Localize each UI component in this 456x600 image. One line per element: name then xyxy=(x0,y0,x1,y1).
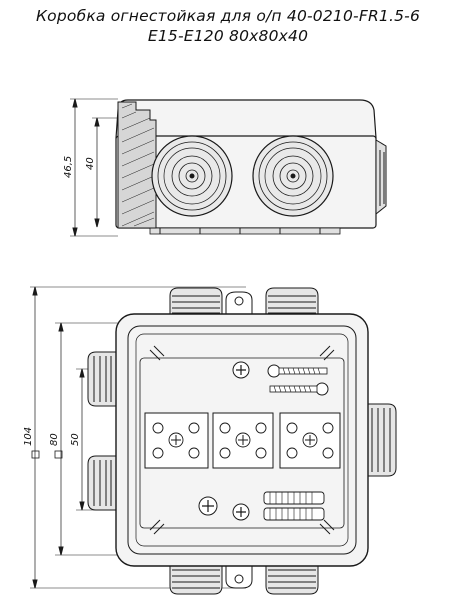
dimension-label-46-5: 46,5 xyxy=(63,156,74,178)
cable-gland-right-side xyxy=(375,139,387,216)
dimension-body-height xyxy=(92,117,118,228)
dimension-label-50: 50 xyxy=(70,433,81,446)
dimension-label-80: 80 xyxy=(49,433,60,446)
cable-gland-bottom-right xyxy=(265,563,319,595)
cable-gland-bottom-left xyxy=(169,563,223,595)
terminal-block-3 xyxy=(279,412,341,469)
terminal-block-1 xyxy=(144,412,209,469)
mount-tab-bottom xyxy=(225,566,253,589)
drawing-title-line-2: E15-E120 80x80x40 xyxy=(147,27,309,45)
dimension-body xyxy=(55,322,125,556)
dimension-label-104: 104 xyxy=(23,427,34,446)
cable-gland-top-right xyxy=(265,287,319,319)
top-view xyxy=(30,286,397,595)
cable-gland-top-left xyxy=(169,287,223,319)
spare-dowels xyxy=(263,491,325,521)
cable-gland-front-2 xyxy=(252,135,334,217)
plate-screw-top xyxy=(232,361,250,379)
drawing-title-line-1: Коробка огнестойкая для о/п 40-0210-FR1.… xyxy=(35,7,421,25)
spare-screw-2 xyxy=(269,382,329,396)
cable-gland-left-top xyxy=(87,351,117,407)
section-cut-left xyxy=(117,101,157,229)
mounting-plate xyxy=(139,357,345,529)
dimension-label-40: 40 xyxy=(85,157,96,170)
cable-gland-left-bottom xyxy=(87,455,117,511)
spare-screw-1 xyxy=(267,364,328,378)
side-dimension-labels: 46,5 40 xyxy=(63,156,96,178)
box-inner xyxy=(127,325,357,555)
plate-screw-bottom-right xyxy=(232,503,250,521)
side-view xyxy=(70,98,387,237)
dimension-total-height xyxy=(70,98,118,237)
top-dimension-labels: 104 80 50 xyxy=(23,427,81,459)
cable-gland-right xyxy=(365,403,397,477)
mount-tab-top xyxy=(225,291,253,316)
plate-screw-bottom-left xyxy=(198,496,218,516)
terminal-block-2 xyxy=(212,412,274,469)
cable-gland-front-1 xyxy=(151,135,233,217)
